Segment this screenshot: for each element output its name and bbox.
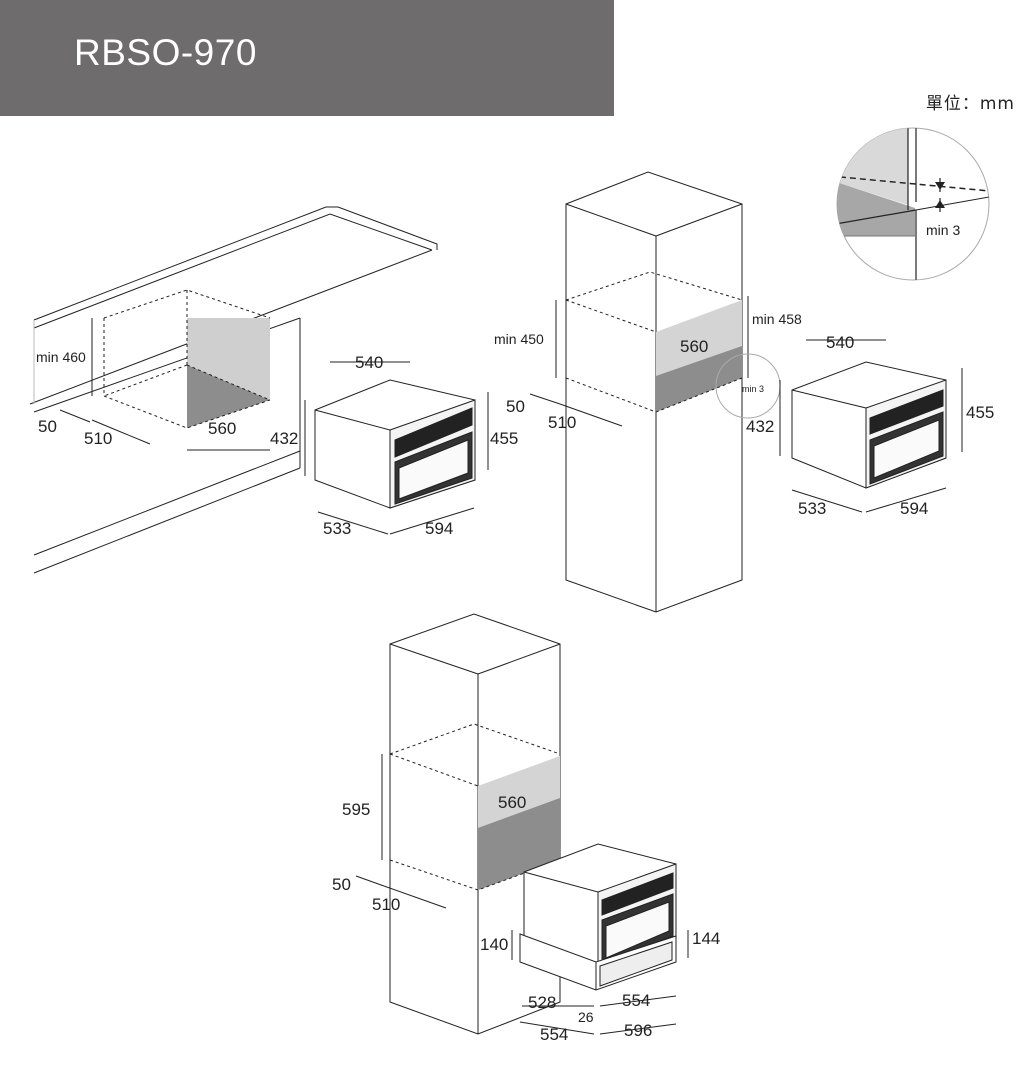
model-title: RBSO-970 xyxy=(74,32,257,73)
view-under-counter xyxy=(29,206,438,574)
v3-drawer-front-height: 144 xyxy=(692,929,720,948)
v2-oven-side-height: 432 xyxy=(746,417,774,436)
v2-oven-depth: 533 xyxy=(798,499,826,518)
v2-clearance: min 458 xyxy=(752,311,802,327)
v3-width: 560 xyxy=(498,793,526,812)
v3-depth: 510 xyxy=(372,895,400,914)
v3-cavity-height: 595 xyxy=(342,800,370,819)
v2-gap: 50 xyxy=(506,397,525,416)
warming-drawer xyxy=(519,933,677,991)
v2-depth: 510 xyxy=(548,413,576,432)
v1-cavity-height: min 460 xyxy=(36,349,86,365)
view-with-drawer xyxy=(355,613,561,1035)
oven-2 xyxy=(791,361,947,489)
v1-depth: 510 xyxy=(84,429,112,448)
v2-width: 560 xyxy=(680,337,708,356)
v2-cavity-height: min 450 xyxy=(494,331,544,347)
oven-1-dims xyxy=(304,361,489,535)
v2-oven-top-width: 540 xyxy=(826,333,854,352)
v2-detail-min: min 3 xyxy=(742,384,764,394)
v1-oven-side-height: 432 xyxy=(270,429,298,448)
v1-width: 560 xyxy=(208,419,236,438)
v3-gap: 50 xyxy=(332,875,351,894)
v1-oven-front-height: 455 xyxy=(490,429,518,448)
detail-callout: min 3 xyxy=(836,127,990,281)
v3-drawer-offset: 26 xyxy=(578,1009,594,1025)
oven-3-dims xyxy=(511,930,689,1035)
v1-oven-depth: 533 xyxy=(323,519,351,538)
v1-oven-front-width: 594 xyxy=(425,519,453,538)
v2-oven-front-height: 455 xyxy=(966,403,994,422)
unit-label: 單位：mm xyxy=(925,94,1015,114)
v3-cabinet-width: 596 xyxy=(624,1021,652,1040)
oven-1 xyxy=(314,379,476,509)
detail-min-label: min 3 xyxy=(926,222,960,238)
oven-3 xyxy=(523,843,677,969)
v3-drawer-depth: 528 xyxy=(528,993,556,1012)
v2-oven-front-width: 594 xyxy=(900,499,928,518)
header-banner: RBSO-970 xyxy=(0,0,614,116)
v3-drawer-width: 554 xyxy=(622,991,650,1010)
v3-cabinet-depth: 554 xyxy=(540,1025,568,1044)
v3-drawer-side-height: 140 xyxy=(480,935,508,954)
oven-2-dims xyxy=(779,339,963,513)
v1-oven-top-width: 540 xyxy=(355,353,383,372)
v1-gap: 50 xyxy=(38,417,57,436)
